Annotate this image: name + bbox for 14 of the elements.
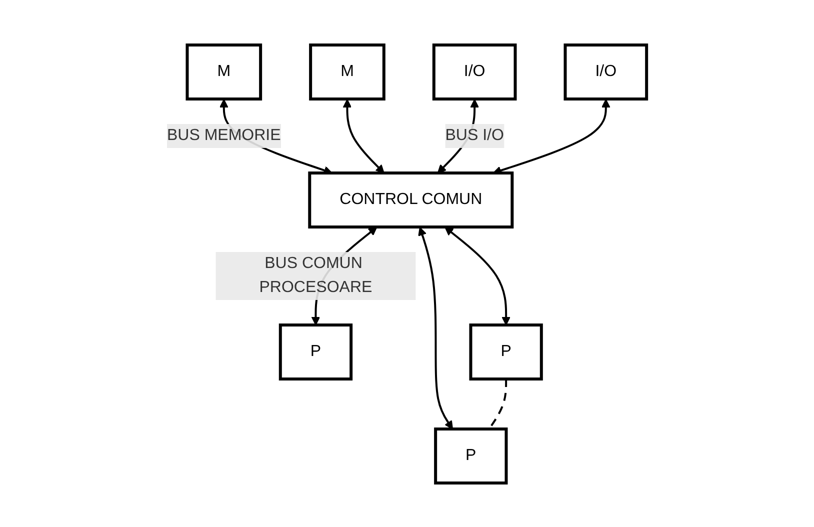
- arrow: [444, 226, 511, 325]
- node-box: I/O: [432, 43, 517, 100]
- arrow: [343, 98, 385, 173]
- edge-label: BUS MEMORIE: [167, 126, 281, 144]
- edge-label: BUS COMUN PROCESOARE: [259, 254, 372, 296]
- edge-label: BUS I/O: [445, 126, 504, 144]
- arrow: [418, 226, 454, 429]
- node-box: M: [309, 43, 386, 100]
- node-box: CONTROL COMUN: [308, 171, 514, 228]
- node-box: P: [279, 323, 353, 380]
- node-box: P: [469, 323, 544, 380]
- node-box: M: [186, 43, 262, 100]
- node-box: I/O: [564, 43, 648, 100]
- node-box: P: [434, 427, 508, 484]
